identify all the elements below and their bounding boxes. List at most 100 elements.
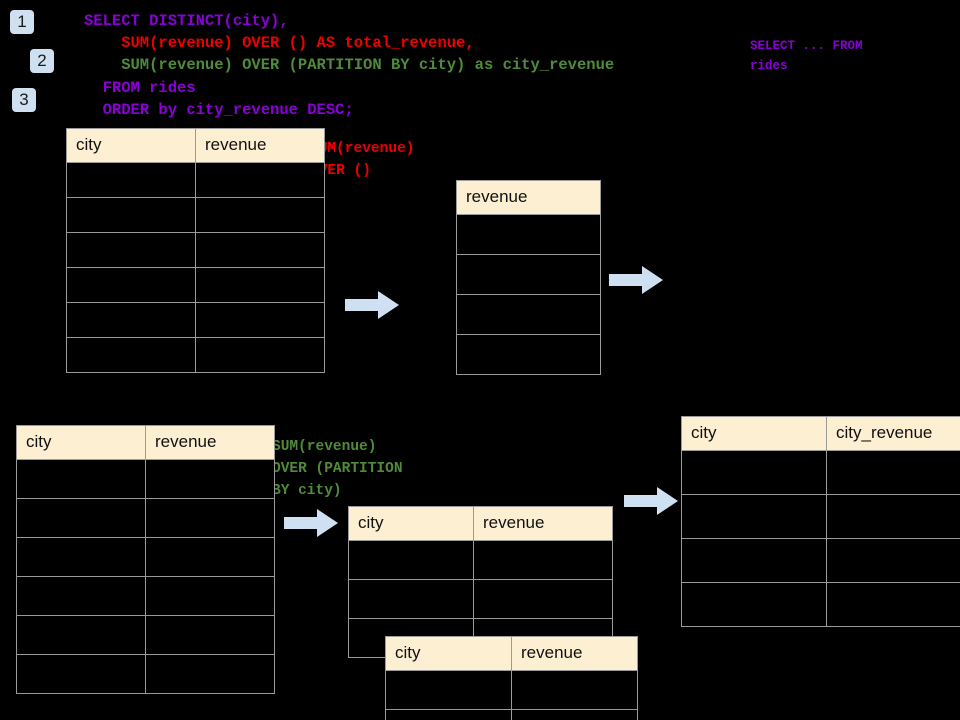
table-cell — [16, 615, 146, 655]
table-cell — [195, 162, 325, 198]
annotation-city-revenue-line-3: BY city) — [272, 483, 342, 499]
sql-line-from: FROM rides — [84, 79, 196, 97]
sql-line-city-revenue: SUM(revenue) OVER (PARTITION BY city) as… — [84, 56, 615, 74]
table-row — [16, 654, 275, 694]
table-row — [66, 232, 325, 268]
column-header-revenue: revenue — [456, 180, 601, 215]
table-header-row: city revenue — [348, 506, 613, 541]
table-row — [66, 267, 325, 303]
table-cell — [195, 302, 325, 338]
arrow-rides-to-total-icon — [345, 291, 399, 319]
sql-line-select: SELECT DISTINCT(city), — [84, 12, 289, 30]
table-partition-b: city revenue — [385, 636, 638, 720]
table-cell — [66, 302, 196, 338]
table-cell — [473, 579, 613, 619]
table-cell — [66, 267, 196, 303]
sql-line-order-by: ORDER by city_revenue DESC; — [84, 101, 354, 119]
table-cell — [145, 498, 275, 538]
column-header-revenue: revenue — [195, 128, 325, 163]
table-cell — [16, 498, 146, 538]
table-cell — [145, 459, 275, 499]
table-header-row: city revenue — [66, 128, 325, 163]
arrow-total-to-result-icon — [609, 266, 663, 294]
table-cell — [456, 294, 601, 335]
table-rides-top: city revenue — [66, 128, 325, 373]
table-cell — [66, 162, 196, 198]
column-header-city: city — [66, 128, 196, 163]
column-header-city-revenue: city_revenue — [826, 416, 960, 451]
table-row — [16, 498, 275, 538]
table-header-row: city revenue — [385, 636, 638, 671]
table-cell — [385, 709, 512, 720]
table-cell — [681, 582, 827, 627]
table-cell — [66, 337, 196, 373]
table-row — [16, 615, 275, 655]
table-header-row: revenue — [456, 180, 601, 215]
table-row — [16, 537, 275, 577]
table-cell — [826, 494, 960, 539]
table-row — [66, 302, 325, 338]
table-row — [681, 538, 960, 583]
table-cell — [16, 537, 146, 577]
table-partition-a: city revenue — [348, 506, 613, 658]
column-header-city: city — [348, 506, 474, 541]
annotation-city-revenue-line-2: OVER (PARTITION — [272, 461, 403, 477]
table-row — [16, 459, 275, 499]
table-rides-bottom: city revenue — [16, 425, 275, 694]
table-cell — [348, 579, 474, 619]
table-cell — [16, 459, 146, 499]
side-note-line-2: rides — [750, 59, 788, 73]
step-badge-2: 2 — [30, 49, 54, 73]
table-row — [66, 162, 325, 198]
table-cell — [195, 197, 325, 233]
table-header-row: city city_revenue — [681, 416, 960, 451]
table-header-row: city revenue — [16, 425, 275, 460]
column-header-revenue: revenue — [145, 425, 275, 460]
table-cell — [681, 538, 827, 583]
table-cell — [511, 709, 638, 720]
table-cell — [145, 615, 275, 655]
table-total-revenue: revenue — [456, 180, 601, 375]
table-row — [16, 576, 275, 616]
table-cell — [145, 654, 275, 694]
annotation-city-revenue-line-1: SUM(revenue) — [272, 439, 377, 455]
table-cell — [16, 576, 146, 616]
table-cell — [456, 254, 601, 295]
table-row — [456, 334, 601, 375]
table-row — [456, 254, 601, 295]
table-cell — [681, 494, 827, 539]
table-cell — [826, 538, 960, 583]
table-cell — [66, 197, 196, 233]
table-row — [385, 709, 638, 720]
table-cell — [195, 267, 325, 303]
table-row — [66, 197, 325, 233]
step-badge-1: 1 — [10, 10, 34, 34]
column-header-city: city — [385, 636, 512, 671]
step-badge-3: 3 — [12, 88, 36, 112]
column-header-city: city — [16, 425, 146, 460]
table-row — [348, 540, 613, 580]
table-row — [348, 579, 613, 619]
table-cell — [511, 670, 638, 710]
table-row — [456, 294, 601, 335]
side-note-line-1: SELECT ... FROM — [750, 39, 863, 53]
table-cell — [195, 232, 325, 268]
table-cell — [473, 540, 613, 580]
table-row — [681, 450, 960, 495]
table-cell — [66, 232, 196, 268]
column-header-revenue: revenue — [473, 506, 613, 541]
table-row — [456, 214, 601, 255]
column-header-city: city — [681, 416, 827, 451]
table-cell — [145, 576, 275, 616]
table-cell — [681, 450, 827, 495]
table-cell — [826, 450, 960, 495]
table-row — [66, 337, 325, 373]
table-cell — [195, 337, 325, 373]
table-result: city city_revenue — [681, 416, 960, 627]
table-cell — [456, 214, 601, 255]
table-row — [681, 582, 960, 627]
table-cell — [348, 540, 474, 580]
table-cell — [145, 537, 275, 577]
table-row — [681, 494, 960, 539]
